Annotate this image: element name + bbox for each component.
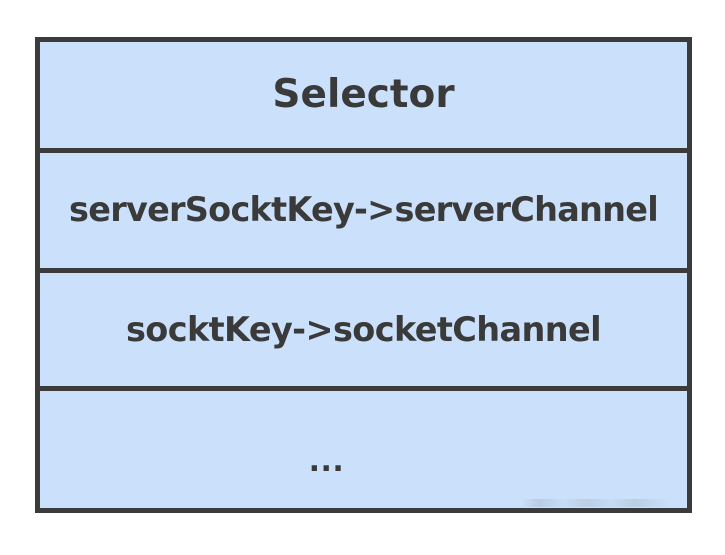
watermark-artifact (521, 499, 671, 507)
class-title-label: Selector (272, 72, 455, 118)
class-entry-label-2: socktKey->socketChannel (125, 309, 602, 349)
class-entry-label-1: serverSocktKey->serverChannel (69, 190, 659, 230)
class-entry-compartment-1: serverSocktKey->serverChannel (40, 147, 687, 268)
class-ellipsis-label: ... (308, 444, 345, 480)
class-entry-compartment-2: socktKey->socketChannel (40, 267, 687, 387)
class-title-compartment: Selector (40, 42, 687, 148)
selector-class-box: Selector serverSocktKey->serverChannel s… (35, 37, 692, 513)
class-ellipsis-compartment: ... (40, 386, 687, 508)
